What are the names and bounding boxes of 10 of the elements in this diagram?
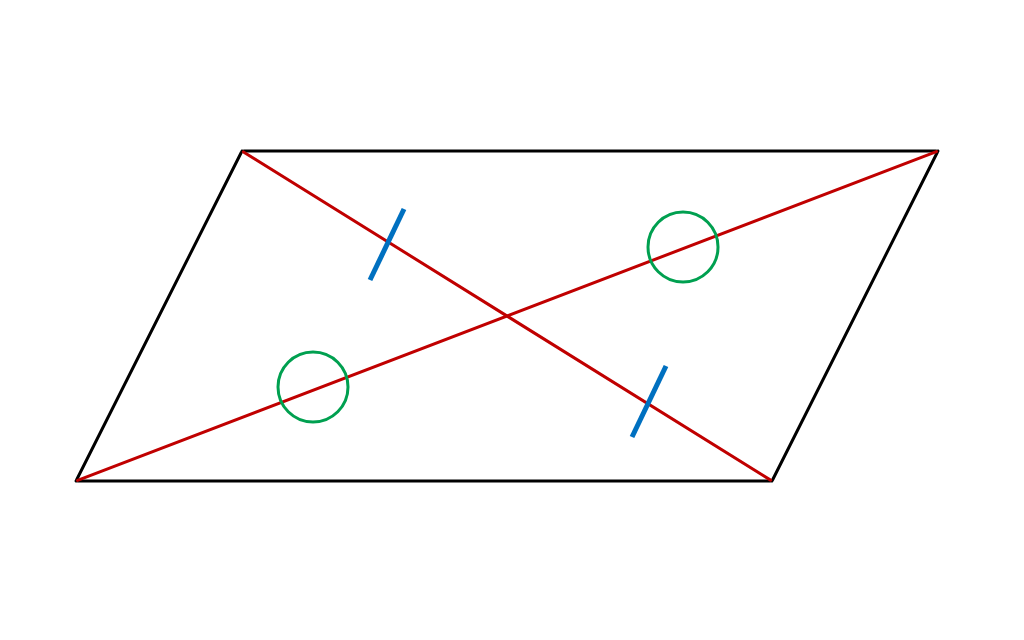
diagonal	[241, 150, 773, 482]
vertex-point	[240, 149, 244, 153]
vertex-point	[74, 479, 78, 483]
parallelogram-side	[771, 151, 939, 481]
parallelogram-side	[75, 151, 243, 481]
parallelogram-side	[242, 149, 938, 153]
vertex-point	[770, 479, 774, 483]
diagonal	[76, 150, 938, 482]
parallelogram-side	[76, 479, 772, 483]
vertex-point	[936, 149, 940, 153]
